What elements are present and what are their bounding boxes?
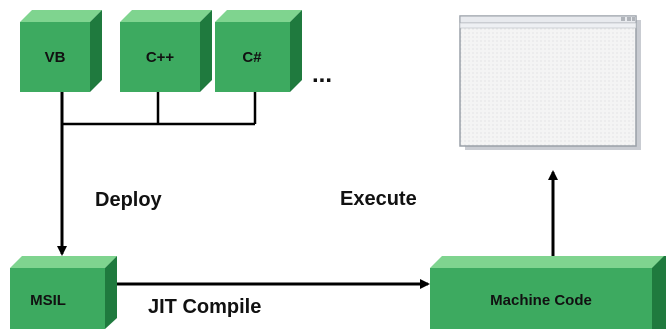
msil-label: MSIL [30, 292, 66, 309]
language-connector [57, 92, 257, 256]
execute-label: Execute [340, 188, 417, 210]
vb-box: VB [20, 10, 102, 92]
vb-label: VB [45, 49, 66, 66]
deploy-label: Deploy [95, 189, 163, 211]
cpp-box: C++ [120, 10, 212, 92]
machine-code-label: Machine Code [490, 292, 592, 309]
jit-compile-label: JIT Compile [148, 296, 261, 318]
msil-box: MSIL [10, 256, 117, 329]
more-languages-ellipsis: ... [312, 61, 332, 88]
csharp-label: C# [242, 49, 262, 66]
machine-code-box: Machine Code [430, 256, 666, 329]
cpp-label: C++ [146, 49, 175, 66]
csharp-box: C# [215, 10, 302, 92]
application-window-icon [459, 15, 641, 150]
